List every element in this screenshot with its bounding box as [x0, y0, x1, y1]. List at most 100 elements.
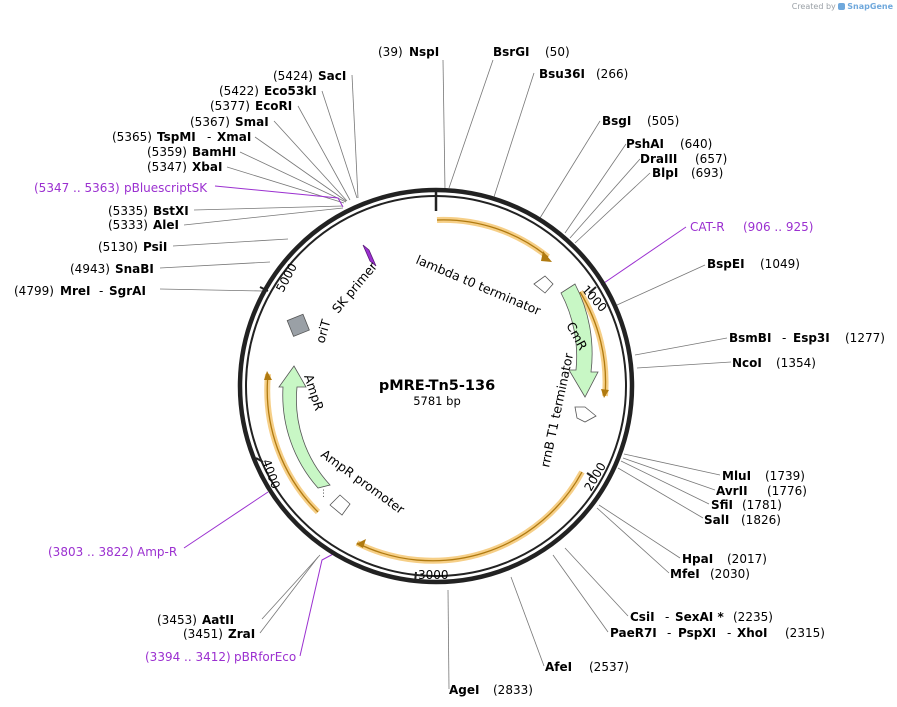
pbluescriptsk-name: pBluescriptSK: [124, 181, 208, 195]
xbai-name: XbaI: [192, 160, 222, 174]
smai-pos: (5367): [190, 115, 230, 129]
tspmi-pos: (5365): [112, 130, 152, 144]
bspei-name: BspEI: [707, 257, 745, 271]
bspei-pos: (1049): [760, 257, 800, 271]
pbluescriptsk-range: (5347 .. 5363): [34, 181, 120, 195]
tick-5000: 5000: [273, 261, 300, 295]
blpi-pos: (693): [691, 166, 723, 180]
hpai-name: HpaI: [682, 552, 713, 566]
sali-pos: (1826): [741, 513, 781, 527]
paer7i-sep: -: [667, 626, 671, 640]
mrei-name: MreI: [60, 284, 90, 298]
bsmbi-pos: (1277): [845, 331, 885, 345]
credit-brand: SnapGene: [847, 2, 893, 11]
ampr-dots: ⋮: [319, 489, 328, 499]
nspi-name: NspI: [409, 45, 439, 59]
ampr-primer-name: Amp-R: [137, 545, 177, 559]
ecori-name: EcoRI: [255, 99, 292, 113]
mlui-name: MluI: [722, 469, 751, 483]
draiii-name: DraIII: [640, 152, 677, 166]
bsrgi-pos: (50): [545, 45, 570, 59]
bsgi-pos: (505): [647, 114, 679, 128]
orf-arcs: [264, 216, 609, 564]
bsmbi-sep: -: [782, 331, 786, 345]
sgrai-name: SgrAI: [109, 284, 146, 298]
avrii-pos: (1776): [767, 484, 807, 498]
plasmid-backbone: [237, 187, 635, 585]
psii-pos: (5130): [98, 240, 138, 254]
bsu36i-pos: (266): [596, 67, 628, 81]
alei-pos: (5333): [108, 218, 148, 232]
ncoi-name: NcoI: [732, 356, 762, 370]
agei-name: AgeI: [449, 683, 479, 697]
aatii-name: AatII: [202, 613, 234, 627]
saci-name: SacI: [318, 69, 346, 83]
bsgi-name: BsgI: [602, 114, 631, 128]
xbai-pos: (5347): [147, 160, 187, 174]
bsu36i-name: Bsu36I: [539, 67, 585, 81]
rrnb-terminator-arrow: [574, 406, 597, 423]
paer7i-name: PaeR7I: [610, 626, 657, 640]
afei-pos: (2537): [589, 660, 629, 674]
tick-3000: 3000: [418, 568, 449, 582]
mrei-pos: (4799): [14, 284, 54, 298]
hpai-pos: (2017): [727, 552, 767, 566]
zrai-pos: (3451): [183, 627, 223, 641]
credit-prefix: Created by: [791, 2, 836, 11]
pshai-name: PshAI: [626, 137, 664, 151]
bamhi-pos: (5359): [147, 145, 187, 159]
snabi-name: SnaBI: [115, 262, 154, 276]
sexai-name: SexAI *: [675, 610, 724, 624]
mfei-name: MfeI: [670, 567, 700, 581]
sk-primer-label: SK primer: [329, 258, 381, 316]
draiii-pos: (657): [695, 152, 727, 166]
avrii-name: AvrII: [716, 484, 748, 498]
orit-icon: [286, 313, 310, 337]
ncoi-pos: (1354): [776, 356, 816, 370]
lambda-terminator-label: lambda t0 terminator: [414, 252, 544, 319]
ampr-label: AmpR: [301, 372, 327, 412]
terminator-arrows: [329, 275, 597, 516]
mrei-sep: -: [99, 284, 103, 298]
ampr-primer-range: (3803 .. 3822): [48, 545, 134, 559]
esp3i-name: Esp3I: [793, 331, 830, 345]
primer-leader-lines: [183, 185, 687, 657]
pspxi-name: PspXI: [678, 626, 716, 640]
bsrgi-name: BsrGI: [493, 45, 530, 59]
xhoi-name: XhoI: [737, 626, 768, 640]
eco53ki-name: Eco53kI: [264, 84, 317, 98]
agei-pos: (2833): [493, 683, 533, 697]
lambda-terminator-arrow: [533, 275, 554, 294]
mlui-pos: (1739): [765, 469, 805, 483]
sk-primer-icon: [362, 244, 377, 267]
snabi-pos: (4943): [70, 262, 110, 276]
pbrfor-range: (3394 .. 3412): [145, 650, 231, 664]
psii-name: PsiI: [143, 240, 167, 254]
alei-name: AleI: [153, 218, 179, 232]
blpi-name: BlpI: [652, 166, 678, 180]
ampr-promoter-arrow: [329, 494, 351, 516]
smai-name: SmaI: [235, 115, 269, 129]
eco53ki-pos: (5422): [219, 84, 259, 98]
plasmid-name: pMRE-Tn5-136: [379, 378, 495, 394]
aatii-pos: (3453): [157, 613, 197, 627]
pbrfor-name: pBRforEco: [234, 650, 296, 664]
tspmi-name: TspMI: [157, 130, 196, 144]
ecori-pos: (5377): [210, 99, 250, 113]
saci-pos: (5424): [273, 69, 313, 83]
nspi-pos: (39): [378, 45, 403, 59]
plasmid-length: 5781 bp: [413, 394, 461, 408]
catr-name: CAT-R: [690, 220, 725, 234]
bsmbi-name: BsmBI: [729, 331, 771, 345]
paer7i-pos: (2315): [785, 626, 825, 640]
ruler-ticks: [255, 286, 597, 583]
catr-range: (906 .. 925): [743, 220, 813, 234]
ampr-feature: AmpR ⋮: [278, 365, 331, 499]
snapgene-logo-icon: [838, 3, 846, 10]
bstxi-name: BstXI: [153, 204, 189, 218]
csii-sep: -: [665, 610, 669, 624]
tspmi-sep: -: [207, 130, 211, 144]
sfii-name: SfiI: [711, 498, 733, 512]
afei-name: AfeI: [545, 660, 572, 674]
